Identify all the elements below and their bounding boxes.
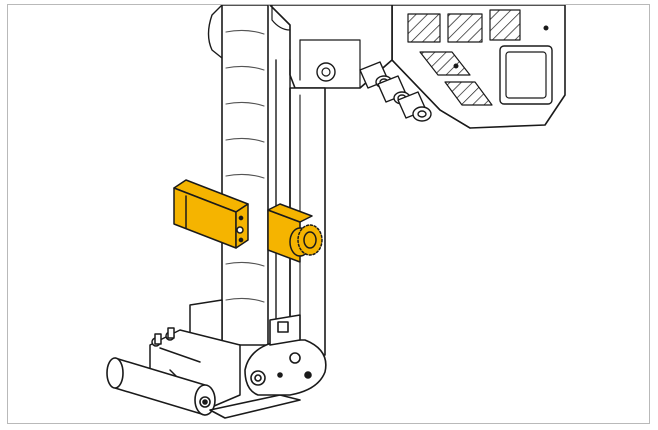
cable-connectors <box>359 61 432 122</box>
support-column <box>275 59 326 356</box>
label-web <box>221 5 269 346</box>
adjustment-knob <box>289 224 323 257</box>
side-plate <box>244 314 327 396</box>
dispensing-roller <box>106 357 301 419</box>
mounting-plate <box>269 5 393 89</box>
printer-housing <box>391 5 566 129</box>
